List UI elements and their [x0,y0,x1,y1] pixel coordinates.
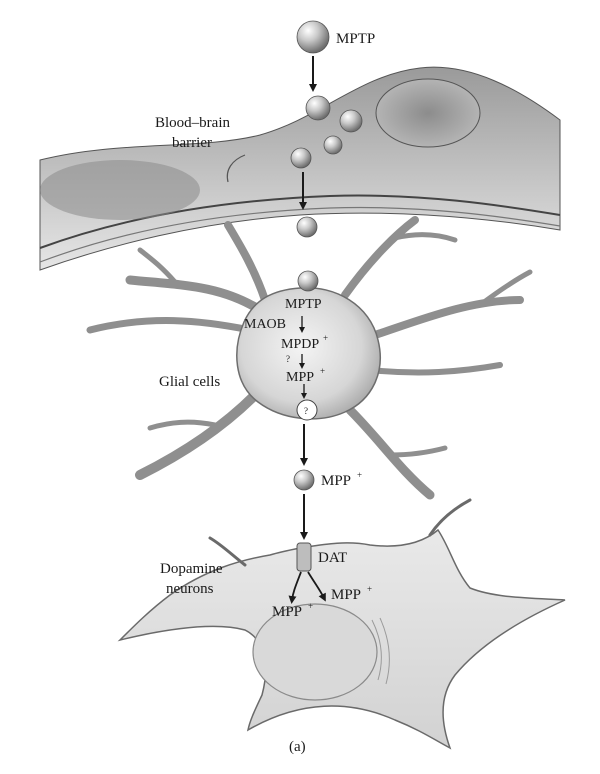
label-mpp-neuron-left-charge: + [308,601,313,611]
label-dopamine-line1: Dopamine [160,561,223,577]
label-glial-cells: Glial cells [159,374,220,390]
dopamine-neuron [117,498,566,750]
mptp-molecule-entering-glia [297,270,319,292]
label-mpp-neuron-right-charge: + [367,584,372,594]
arrow-dat-right [307,571,326,602]
endothelial-nucleus [375,78,481,148]
label-mpdp: MPDP [281,337,319,352]
mptp-molecule-crossing-1 [305,95,331,121]
label-mpdp-charge: + [323,333,328,343]
label-mpp-between-charge: + [357,470,362,480]
glia-exit-transporter [296,399,318,421]
label-bbb-line2: barrier [172,135,212,151]
label-mptp-top: MPTP [336,31,375,47]
glial-cell [86,216,533,500]
label-mpp-glia-charge: + [320,366,325,376]
label-mpp-neuron-left: MPP [272,604,302,620]
mptp-molecule-crossing-4 [290,147,312,169]
arrows [288,56,326,604]
label-dopamine-line2: neurons [166,581,214,597]
label-mpp-between: MPP [321,473,351,489]
neuron-nucleus [252,603,378,701]
label-maob: MAOB [244,317,286,332]
blood-vessel [39,66,561,271]
label-question-left: ? [286,354,290,364]
mptp-molecule-crossing-3 [323,135,343,155]
molecules [290,20,363,491]
mptp-molecule-top [296,20,330,54]
label-mptp-glia: MPTP [285,297,322,312]
vessel-lumen-shadow [40,160,200,220]
label-bbb-line1: Blood–brain [155,115,230,131]
arrow-dat-left [288,571,302,604]
label-mpp-neuron-right: MPP [331,587,361,603]
mptp-molecule-brain [296,216,318,238]
panel-label: (a) [289,739,306,755]
dat-transporter [296,542,312,572]
label-question-out: ? [304,406,308,416]
labels: MPTP Blood–brain barrier MPTP MAOB MPDP … [155,31,375,755]
mptp-molecule-crossing-2 [339,109,363,133]
label-dat: DAT [318,550,347,566]
mpp-molecule-between [293,469,315,491]
label-mpp-glia: MPP [286,370,314,385]
